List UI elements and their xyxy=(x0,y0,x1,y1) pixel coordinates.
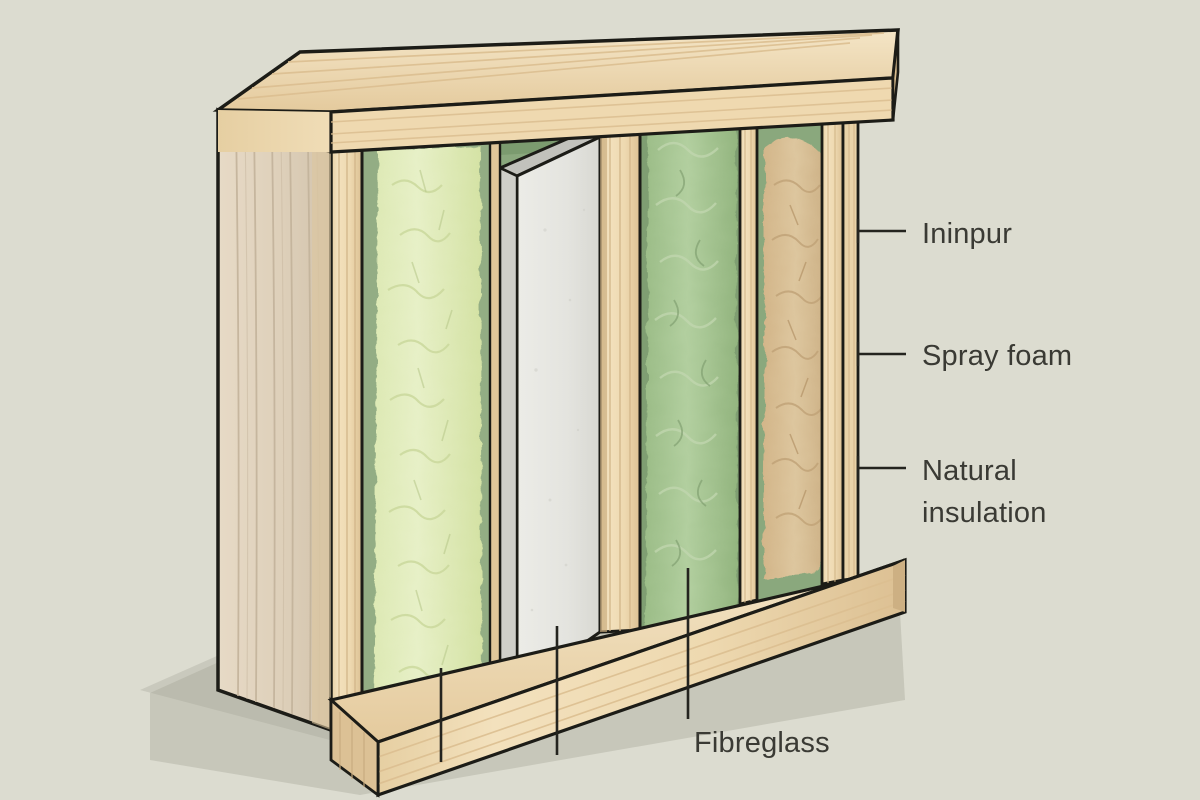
stud-right xyxy=(820,106,860,586)
leader-ininpur xyxy=(856,219,906,243)
label-natural-insulation-line1: Natural xyxy=(922,455,1017,487)
top-plate xyxy=(212,28,900,154)
label-natural-insulation-line2: insulation xyxy=(922,497,1047,529)
bay-3-spray-foam xyxy=(640,110,740,630)
label-spray-foam: Spray foam xyxy=(922,340,1072,372)
right-leader-lines xyxy=(856,219,906,480)
bay-2-rigid-board xyxy=(496,130,605,693)
leader-spray-foam xyxy=(856,342,906,366)
bay-1-fibreglass-batt xyxy=(362,132,490,720)
stud-bay2-bay3 xyxy=(598,132,642,634)
label-fibreglass: Fibreglass xyxy=(694,727,830,759)
studs xyxy=(329,106,860,732)
bottom-leader-lines xyxy=(439,568,690,762)
leader-natural-insulation xyxy=(856,456,906,480)
bottom-plate xyxy=(327,557,907,798)
label-ininpur: Ininpur xyxy=(922,218,1012,250)
